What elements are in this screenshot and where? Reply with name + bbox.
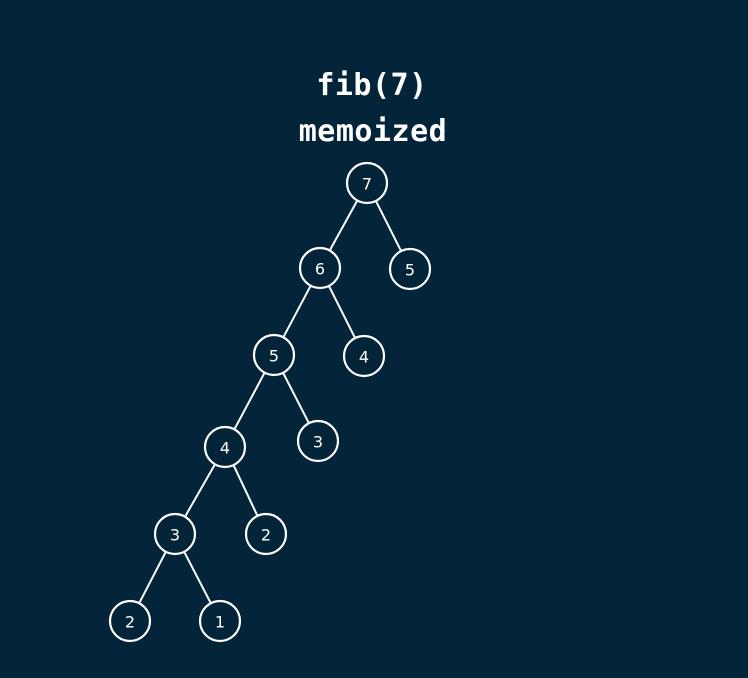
tree-node-circle: [388, 247, 432, 291]
tree-node-label: 2: [261, 526, 271, 545]
tree-node-label: 6: [315, 260, 325, 279]
tree-node-n4: 4: [203, 425, 247, 469]
tree-node-label: 5: [269, 347, 279, 366]
title-line-2: memoized: [298, 114, 448, 149]
tree-edge-n5-n4: [233, 372, 266, 430]
tree-edge-n3-n2: [138, 551, 167, 604]
tree-edge-n5-n3r: [282, 372, 310, 424]
tree-edges: [138, 200, 402, 604]
tree-edge-n6-n4r: [328, 285, 356, 339]
tree-node-label: 5: [405, 261, 415, 280]
tree-node-circle: [244, 512, 288, 556]
tree-node-circle: [345, 161, 389, 205]
tree-node-n3: 3: [153, 512, 197, 556]
tree-node-circle: [108, 599, 152, 643]
tree-node-n1: 1: [198, 599, 242, 643]
tree-node-circle: [342, 334, 386, 378]
tree-node-circle: [153, 512, 197, 556]
tree-node-n6: 6: [298, 246, 342, 290]
tree-nodes: 7 6 5 5 4 4 3 3 2 2 1: [108, 161, 432, 643]
tree-node-circle: [198, 599, 242, 643]
tree-node-n2r: 2: [244, 512, 288, 556]
tree-node-label: 4: [359, 348, 369, 367]
tree-node-n2: 2: [108, 599, 152, 643]
tree-edge-n7-n6: [328, 200, 359, 251]
tree-node-circle: [298, 246, 342, 290]
tree-node-label: 7: [362, 175, 372, 194]
tree-node-label: 3: [170, 526, 180, 545]
title-line-1: fib(7): [316, 68, 428, 103]
tree-node-label: 4: [220, 439, 230, 458]
tree-node-circle: [252, 333, 296, 377]
tree-edge-n7-n5r: [375, 200, 402, 252]
tree-edge-n3-n1: [183, 551, 212, 604]
tree-node-label: 3: [313, 433, 323, 452]
tree-edge-n4-n3: [184, 463, 216, 518]
tree-node-n5: 5: [252, 333, 296, 377]
tree-node-circle: [296, 419, 340, 463]
tree-edge-n4-n2r: [232, 464, 259, 517]
tree-node-n3r: 3: [296, 419, 340, 463]
tree-edge-n6-n5: [282, 285, 312, 338]
tree-node-n7: 7: [345, 161, 389, 205]
tree-node-label: 2: [125, 613, 135, 632]
tree-node-n5r: 5: [388, 247, 432, 291]
tree-node-circle: [203, 425, 247, 469]
tree-node-label: 1: [215, 613, 225, 632]
tree-node-n4r: 4: [342, 334, 386, 378]
